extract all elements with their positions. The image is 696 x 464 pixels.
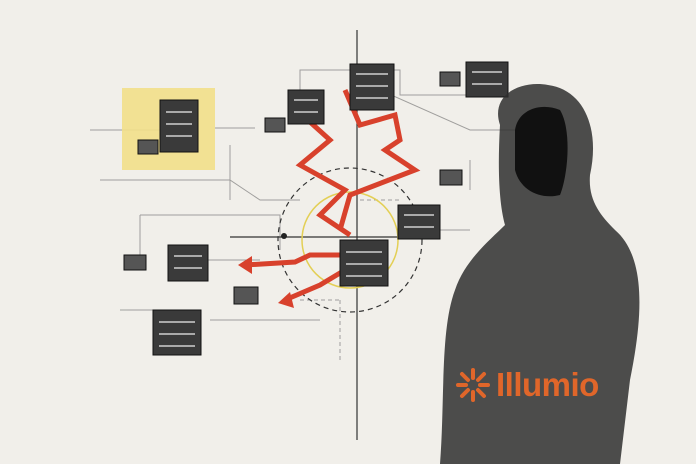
monitor	[123, 254, 147, 271]
monitor	[439, 71, 461, 87]
server-target	[339, 239, 389, 287]
attack-arrowheads	[238, 256, 294, 308]
workstations	[123, 71, 463, 305]
server-compromised-origin	[159, 99, 199, 153]
hooded-figure	[440, 84, 640, 464]
server-bays	[159, 71, 502, 347]
monitor	[439, 169, 463, 186]
attack-paths	[244, 89, 421, 303]
server	[287, 89, 325, 125]
illumio-logo: Illumio	[456, 366, 599, 404]
illumio-burst-icon	[456, 368, 490, 402]
server	[397, 204, 441, 240]
server-tall	[349, 63, 395, 111]
monitor	[137, 139, 159, 155]
server	[465, 61, 509, 98]
monitor	[264, 117, 286, 133]
servers	[152, 61, 509, 356]
brand-name: Illumio	[496, 366, 599, 403]
server	[152, 309, 202, 356]
server	[167, 244, 209, 282]
monitor	[233, 286, 259, 305]
